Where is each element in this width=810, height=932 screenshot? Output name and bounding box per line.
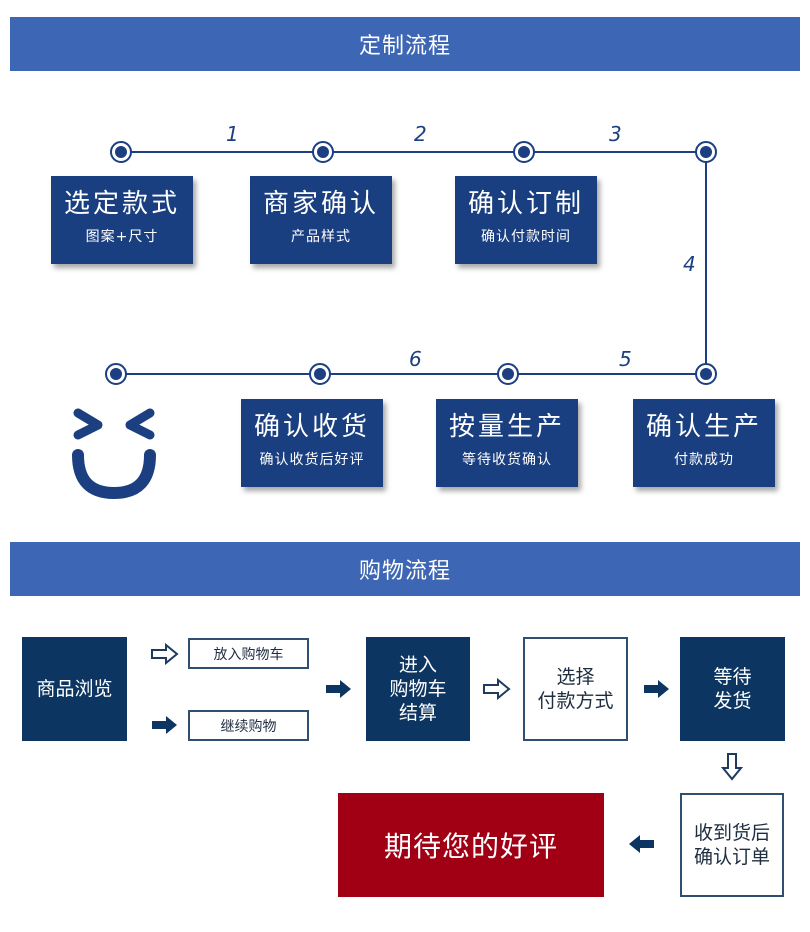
card-title: 商家确认	[262, 189, 379, 219]
step-card-merchant-confirm: 商家确认 产品样式	[250, 176, 392, 264]
add-to-cart-label: 放入购物车	[213, 646, 284, 663]
checkout-line: 结算	[398, 702, 437, 724]
hollow-arrow-down-icon	[721, 753, 743, 781]
step-card-confirm-order: 确认订制 确认付款时间	[455, 176, 597, 264]
shopping-process-banner: 购物流程	[10, 542, 800, 596]
card-subtitle: 确认收货后好评	[259, 452, 365, 468]
checkout-line: 购物车	[389, 678, 447, 700]
choose-payment-line: 选择	[556, 666, 595, 688]
step-number: 3	[609, 122, 622, 146]
step-card-confirm-production: 确认生产 付款成功	[633, 399, 775, 487]
timeline-node	[513, 141, 535, 163]
step-number: 6	[409, 347, 422, 371]
step-card-select-style: 选定款式 图案+尺寸	[51, 176, 193, 264]
timeline-vertical-line	[705, 151, 707, 373]
timeline-node	[695, 141, 717, 163]
custom-process-title: 定制流程	[358, 34, 451, 59]
browse-label: 商品浏览	[36, 678, 113, 700]
card-subtitle: 确认付款时间	[481, 229, 571, 245]
card-title: 选定款式	[63, 189, 180, 219]
card-title: 确认收货	[253, 412, 370, 442]
timeline-node	[497, 363, 519, 385]
card-subtitle: 产品样式	[291, 229, 351, 245]
choose-payment-box: 选择 付款方式	[523, 637, 628, 741]
step-number: 4	[683, 252, 696, 276]
step-number: 5	[619, 347, 632, 371]
review-box: 期待您的好评	[338, 793, 604, 897]
hollow-arrow-right-icon	[483, 678, 511, 700]
choose-payment-line: 付款方式	[537, 690, 614, 712]
solid-arrow-left-icon	[629, 835, 654, 853]
confirm-order-box: 收到货后 确认订单	[680, 793, 784, 897]
timeline-node	[312, 141, 334, 163]
step-card-confirm-receipt: 确认收货 确认收货后好评	[241, 399, 383, 487]
continue-shopping-box: 继续购物	[188, 710, 309, 741]
continue-shopping-label: 继续购物	[220, 718, 277, 735]
timeline-node	[105, 363, 127, 385]
step-card-produce: 按量生产 等待收货确认	[436, 399, 578, 487]
card-subtitle: 图案+尺寸	[85, 229, 159, 245]
card-title: 确认生产	[645, 412, 762, 442]
timeline-node	[110, 141, 132, 163]
solid-arrow-right-icon	[152, 716, 177, 734]
custom-process-banner: 定制流程	[10, 17, 800, 71]
solid-arrow-right-icon	[644, 680, 669, 698]
card-subtitle: 付款成功	[674, 452, 734, 468]
card-subtitle: 等待收货确认	[462, 452, 552, 468]
browse-products-box: 商品浏览	[22, 637, 127, 741]
await-shipping-line: 等待	[713, 666, 752, 688]
card-title: 按量生产	[448, 412, 565, 442]
checkout-box: 进入 购物车 结算	[366, 637, 470, 741]
add-to-cart-box: 放入购物车	[188, 638, 309, 669]
checkout-line: 进入	[398, 654, 437, 676]
await-shipping-box: 等待 发货	[680, 637, 785, 741]
hollow-arrow-right-icon	[151, 643, 179, 665]
timeline-bottom-line	[116, 373, 706, 375]
shopping-process-title: 购物流程	[358, 559, 451, 584]
timeline-node	[695, 363, 717, 385]
step-number: 1	[226, 122, 239, 146]
confirm-order-line: 确认订单	[693, 846, 770, 868]
solid-arrow-right-icon	[326, 680, 351, 698]
card-title: 确认订制	[467, 189, 584, 219]
confirm-order-line: 收到货后	[693, 822, 770, 844]
review-label: 期待您的好评	[383, 830, 558, 863]
timeline-node	[309, 363, 331, 385]
await-shipping-line: 发货	[713, 690, 752, 712]
timeline-top-line	[121, 151, 706, 153]
step-number: 2	[414, 122, 427, 146]
smiley-face-icon	[72, 408, 156, 500]
